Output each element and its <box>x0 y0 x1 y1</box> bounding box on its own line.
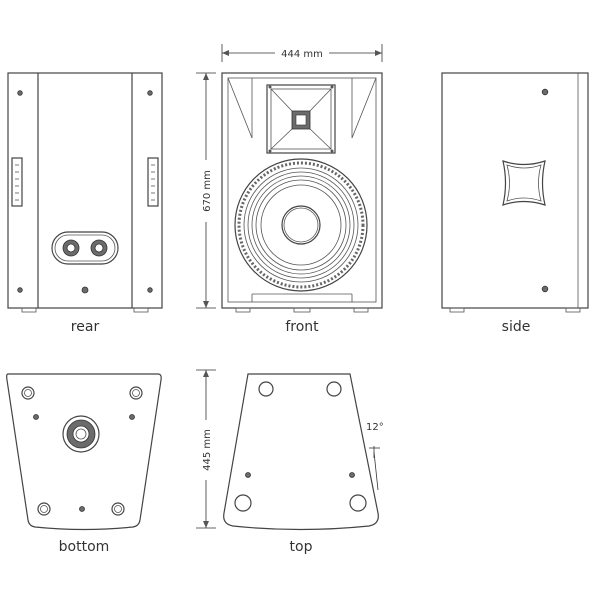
pole-mount-socket <box>62 415 100 453</box>
bottom-view: bottom <box>6 373 162 555</box>
rear-right-handle <box>147 157 159 207</box>
angle-indicator: 12° <box>366 422 384 491</box>
top-view: 445 mm 12° top <box>196 369 384 555</box>
rear-view: rear <box>7 72 163 335</box>
height-dimension: 670 mm <box>196 72 216 309</box>
tweeter-horn <box>266 84 336 154</box>
top-label: top <box>290 539 313 555</box>
angle-label: 12° <box>366 422 384 433</box>
rear-label: rear <box>71 319 100 335</box>
width-label: 444 mm <box>281 49 323 60</box>
rear-left-handle <box>11 157 23 207</box>
depth-dimension: 445 mm <box>196 369 216 529</box>
depth-label: 445 mm <box>202 429 213 471</box>
front-label: front <box>285 319 319 335</box>
front-view: 444 mm 670 mm <box>196 44 383 335</box>
side-label: side <box>502 319 531 335</box>
side-view: side <box>441 72 589 335</box>
bottom-label: bottom <box>59 539 110 555</box>
rear-connector-plate <box>51 231 119 265</box>
woofer <box>234 158 368 292</box>
height-label: 670 mm <box>202 170 213 212</box>
side-handle <box>502 160 546 206</box>
width-dimension: 444 mm <box>221 44 383 62</box>
